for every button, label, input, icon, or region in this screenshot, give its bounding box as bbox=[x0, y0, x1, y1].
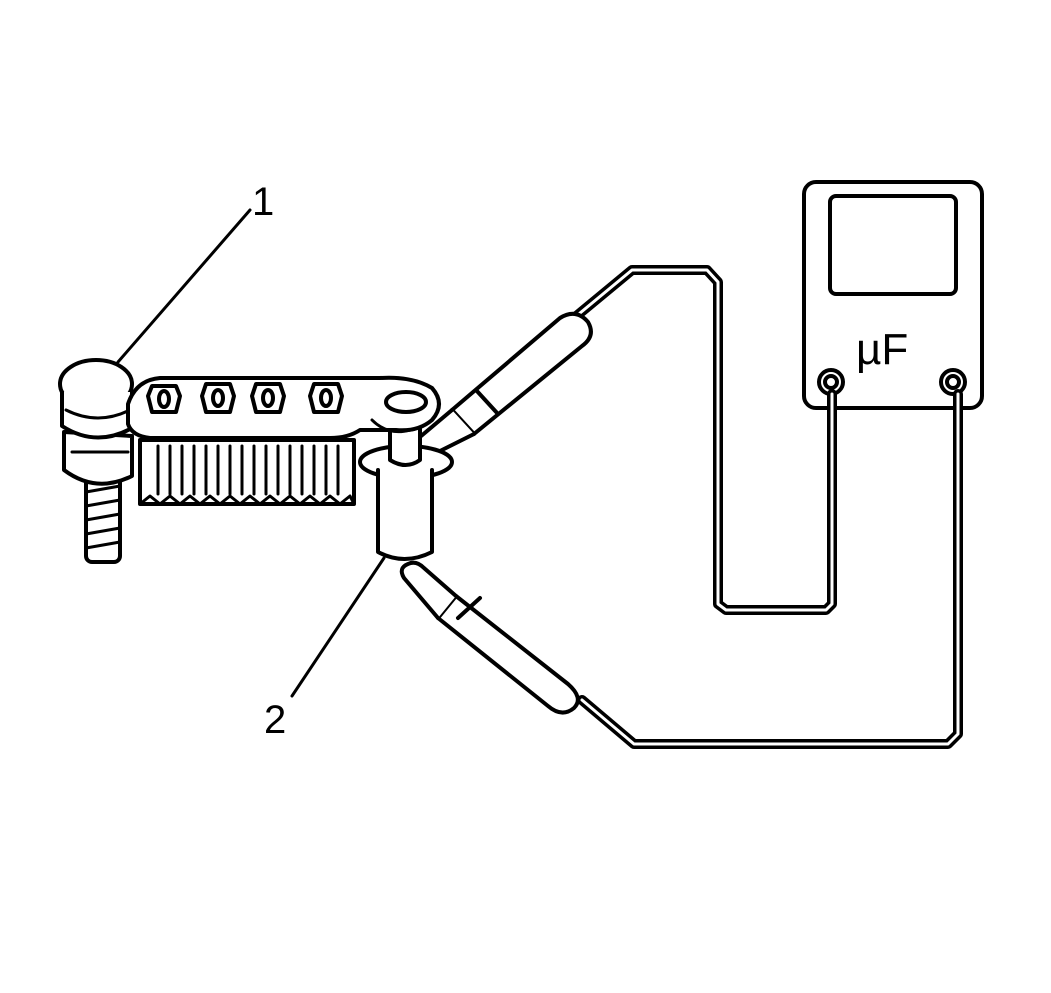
rectifier-part-1 bbox=[58, 358, 441, 564]
multimeter-display bbox=[828, 194, 958, 296]
test-lead-lower bbox=[399, 389, 963, 749]
multimeter bbox=[802, 180, 984, 410]
leader-line-1 bbox=[116, 208, 252, 364]
meter-terminal-left bbox=[817, 368, 845, 396]
callout-label-2: 2 bbox=[264, 698, 287, 742]
meter-unit-label: µF bbox=[856, 325, 909, 374]
callout-label-1: 1 bbox=[252, 180, 275, 224]
leader-line-2 bbox=[290, 556, 386, 698]
diode-clips bbox=[146, 382, 344, 414]
test-lead-upper bbox=[408, 265, 837, 615]
